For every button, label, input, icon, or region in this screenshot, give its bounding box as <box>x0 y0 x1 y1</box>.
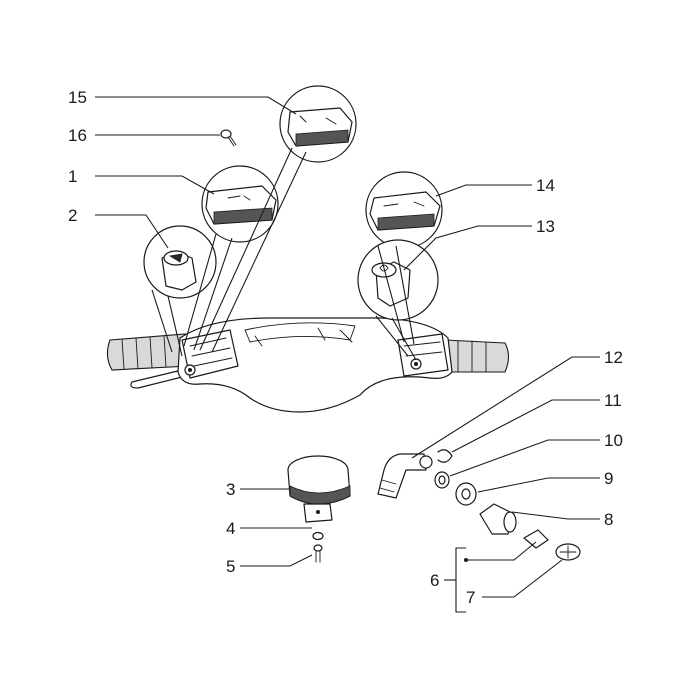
brake-lever <box>130 369 187 389</box>
part-12-connector <box>377 453 433 499</box>
part-4-nut <box>312 531 324 541</box>
part-9-washer <box>455 482 477 506</box>
callout-leaders <box>95 96 600 613</box>
part-8-sleeve <box>479 503 517 535</box>
right-grip <box>444 339 510 373</box>
callout-5: 5 <box>226 557 235 576</box>
part-1-switch <box>201 165 279 243</box>
callout-16: 16 <box>68 126 87 145</box>
part-3-horn <box>287 455 351 523</box>
part-16-screw <box>220 129 237 147</box>
callout-1: 1 <box>68 167 77 186</box>
callout-11: 11 <box>604 391 622 410</box>
callout-3: 3 <box>226 480 235 499</box>
callout-numbers: 15 16 1 2 14 13 12 11 10 9 8 3 4 5 6 7 <box>68 88 623 607</box>
part-10-washer <box>434 471 450 489</box>
callout-9: 9 <box>604 469 613 488</box>
callout-4: 4 <box>226 519 235 538</box>
callout-13: 13 <box>536 217 555 236</box>
callout-2: 2 <box>68 206 77 225</box>
part-11-clip <box>437 449 453 463</box>
callout-14: 14 <box>536 176 555 195</box>
part-13-button <box>357 239 439 321</box>
callout-7: 7 <box>466 588 475 607</box>
handlebar-assembly <box>106 317 510 413</box>
callout-8: 8 <box>604 510 613 529</box>
callout-6: 6 <box>430 571 439 590</box>
part-15-switch <box>279 85 357 163</box>
callout-12: 12 <box>604 348 623 367</box>
callout-10: 10 <box>604 431 623 450</box>
part-14-switch <box>365 171 443 249</box>
part-5-screw <box>313 544 323 563</box>
callout-15: 15 <box>68 88 87 107</box>
part-2-button <box>143 225 217 299</box>
